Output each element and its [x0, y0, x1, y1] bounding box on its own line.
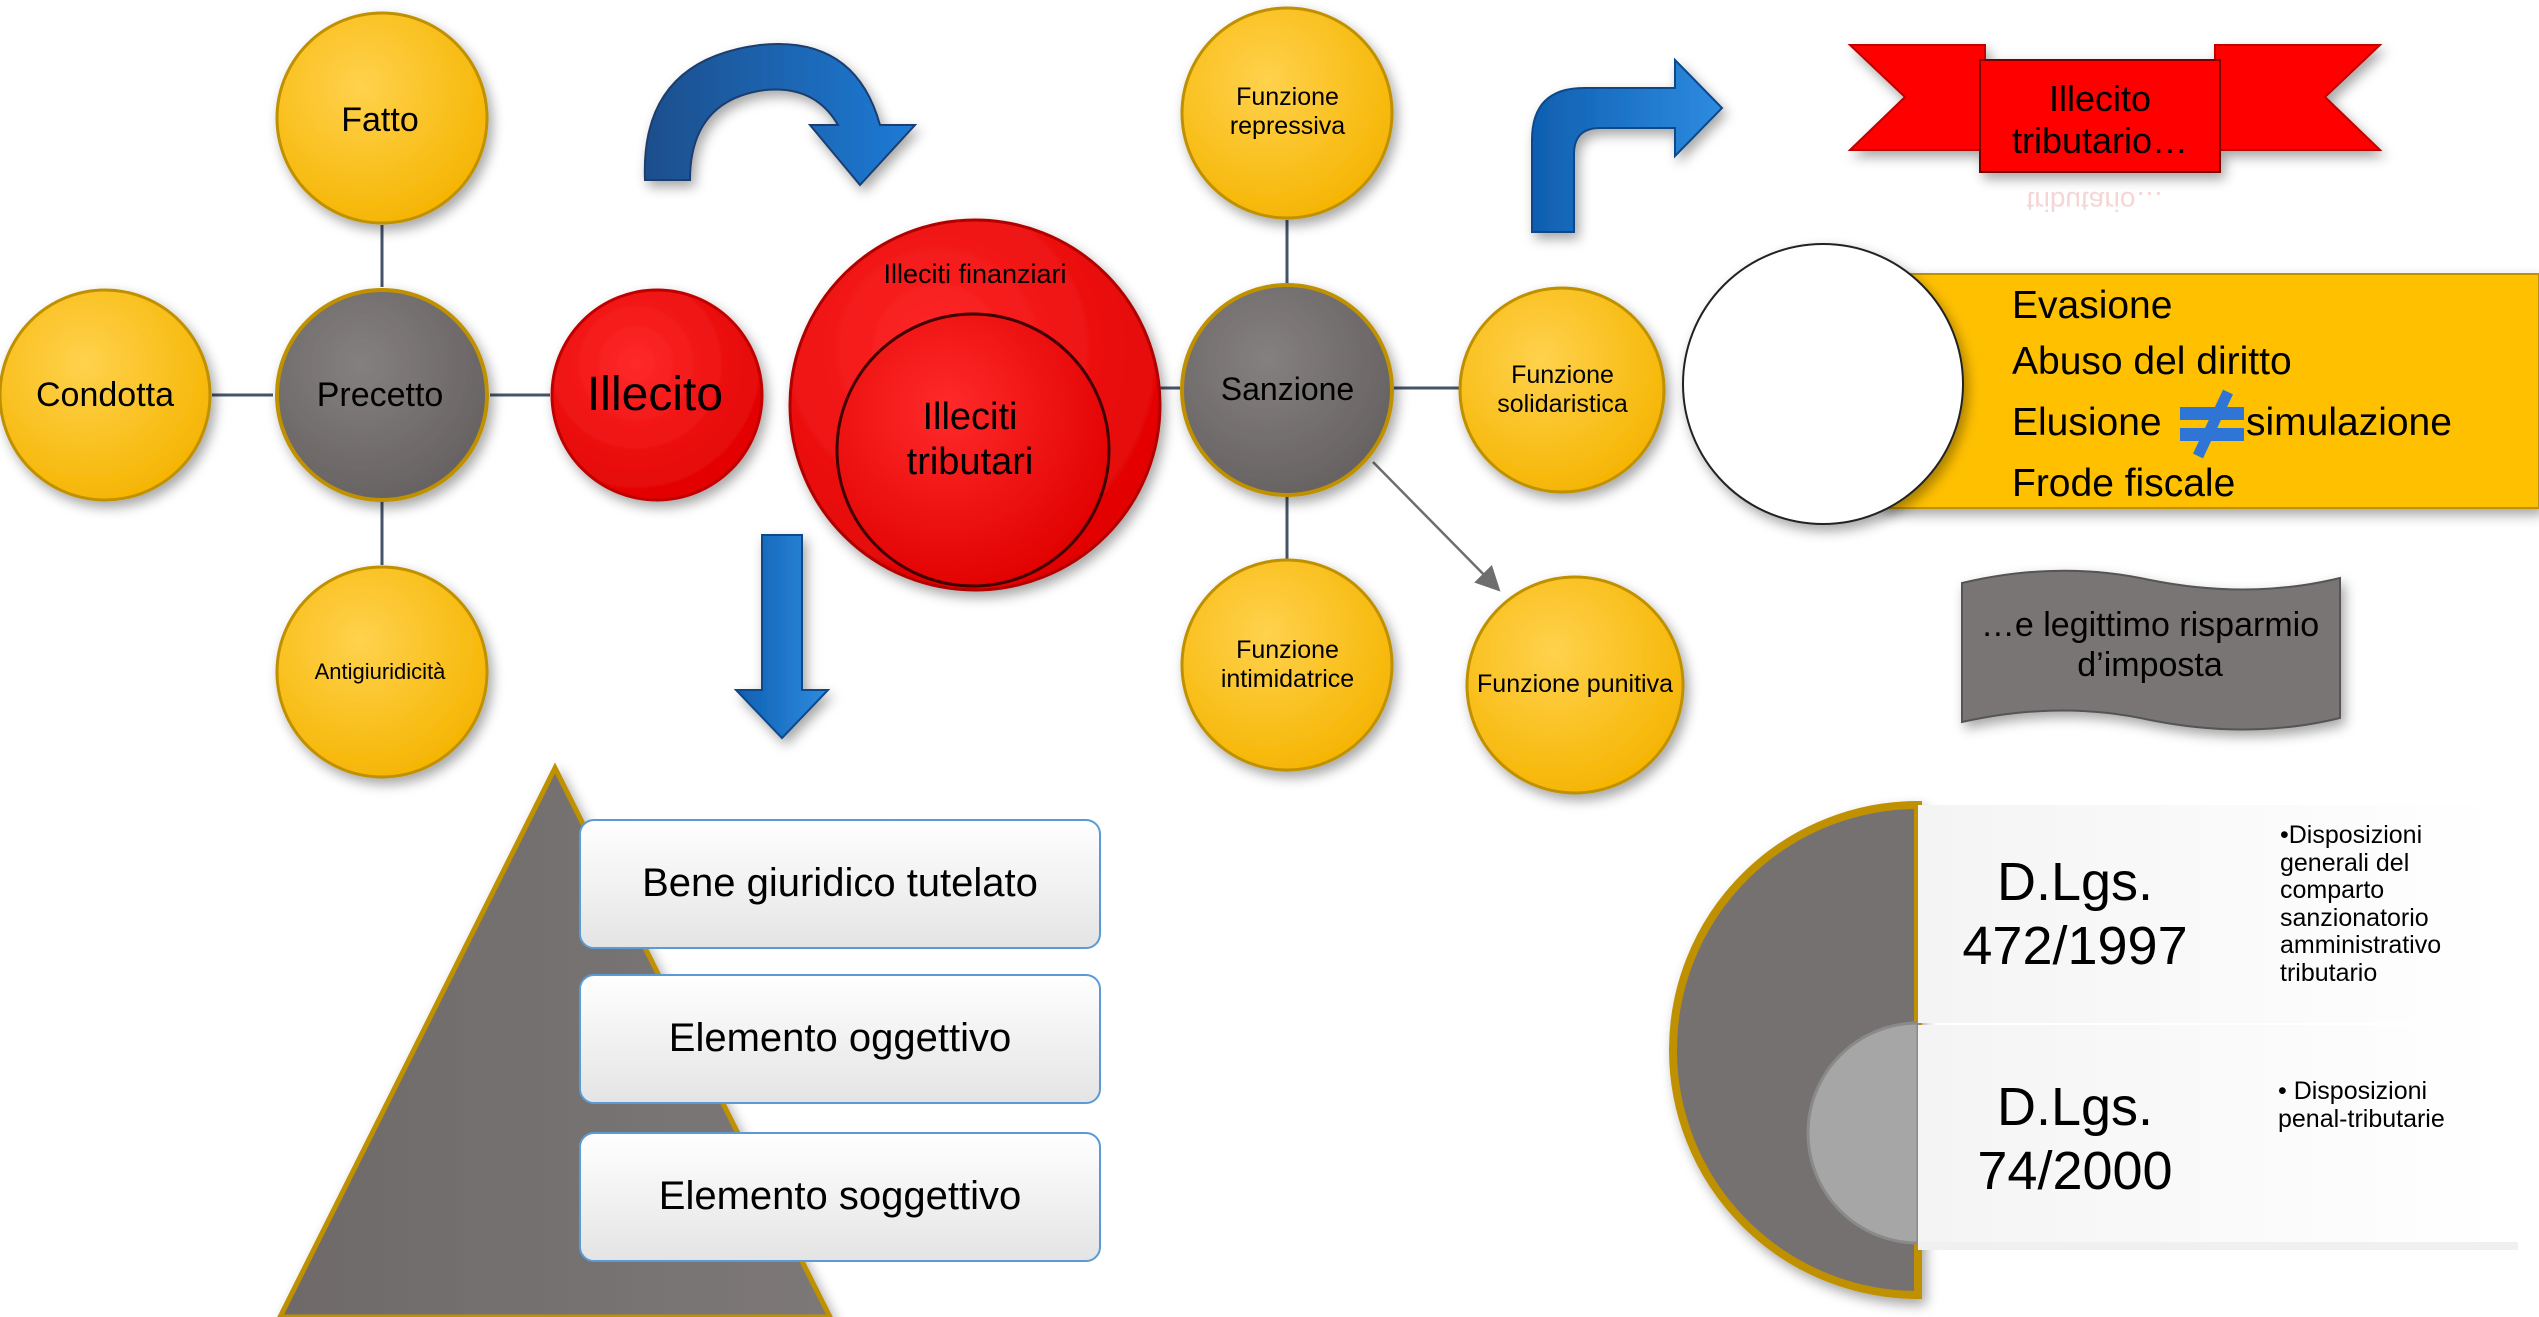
- concept-panel: [1879, 273, 2539, 509]
- node-antigiuridicita-circle: [275, 565, 489, 779]
- pyramid-item-soggettivo: Elemento soggettivo: [658, 1174, 1022, 1219]
- node-illeciti-tributari-label: Illeciti tributari: [906, 396, 1034, 483]
- node-illeciti-tributari-circle: [835, 312, 1111, 588]
- pyramid-item-oggettivo: Elemento oggettivo: [668, 1016, 1012, 1061]
- node-condotta-label: Condotta: [36, 375, 174, 414]
- connector-lines: [212, 220, 1460, 565]
- concept-elusione: Elusione: [2012, 400, 2162, 444]
- node-punitiva-label: Funzione punitiva: [1477, 670, 1673, 699]
- node-intimidatrice-label: Funzione intimidatrice: [1220, 635, 1355, 694]
- risparmio-label: …e legittimo risparmio d’imposta: [1980, 605, 2320, 684]
- law-panel-2-edge: [1918, 1242, 2518, 1250]
- node-illeciti-finanziari-label: Illeciti finanziari: [883, 259, 1067, 290]
- ribbon-right-tail: [2214, 44, 2383, 151]
- node-fatto-circle: [275, 11, 489, 225]
- curved-arrow-shape: [643, 43, 918, 187]
- pyramid-item-bene: Bene giuridico tutelato: [642, 861, 1038, 906]
- law-panel-1: [1918, 805, 2498, 1023]
- node-precetto-circle: [275, 288, 489, 502]
- law-panel-2: [1918, 1025, 2498, 1243]
- node-sanzione-circle: [1180, 283, 1394, 497]
- ribbon-banner: [1847, 44, 2383, 173]
- concept-abuso: Abuso del diritto: [2012, 339, 2292, 383]
- node-precetto-label: Precetto: [316, 375, 444, 414]
- law-1-bullet: •Disposizioni generali del comparto sanz…: [2280, 821, 2442, 987]
- node-solidaristica-label: Funzione solidaristica: [1497, 360, 1628, 419]
- node-illecito-label: Illecito: [586, 367, 724, 421]
- pyramid-box-1: [579, 819, 1101, 949]
- law-1-title: D.Lgs. 472/1997: [1962, 852, 2188, 976]
- pyramid-box-2: [579, 974, 1101, 1104]
- law-2-title: D.Lgs. 74/2000: [1977, 1077, 2173, 1201]
- concept-simulazione: simulazione: [2246, 400, 2452, 444]
- node-illecito-circle: [550, 288, 764, 502]
- node-punitiva-circle: [1465, 575, 1685, 795]
- ribbon-label: Illecito tributario…: [2011, 77, 2189, 161]
- not-equal-shape: [2180, 389, 2244, 459]
- laws-inner-disc: [1806, 1021, 1920, 1245]
- node-repressiva-circle: [1180, 6, 1394, 220]
- ribbon-center: [1979, 59, 2221, 173]
- down-arrow-shape: [733, 534, 831, 740]
- node-repressiva-label: Funzione repressiva: [1229, 82, 1346, 141]
- risparmio-wave-box: [1961, 569, 2341, 731]
- concept-frode: Frode fiscale: [2012, 461, 2236, 505]
- node-condotta-circle: [0, 288, 212, 502]
- arrow-sanzione-punitiva: [1372, 461, 1501, 592]
- not-equal-slash: [2193, 389, 2233, 459]
- node-solidaristica-circle: [1458, 286, 1666, 494]
- law-2-bullet: • Disposizioni penal-tributarie: [2278, 1077, 2445, 1133]
- concept-evasione: Evasione: [2012, 283, 2173, 327]
- node-intimidatrice-circle: [1180, 558, 1394, 772]
- ribbon-reflection: tributario…: [2027, 186, 2164, 217]
- concept-white-circle: [1682, 243, 1964, 525]
- bent-arrow-shape: [1531, 57, 1724, 233]
- node-antigiuridicita-label: Antigiuridicità: [314, 659, 446, 685]
- pyramid-box-3: [579, 1132, 1101, 1262]
- node-fatto-label: Fatto: [341, 100, 419, 139]
- node-sanzione-label: Sanzione: [1220, 371, 1355, 408]
- ribbon-left-tail: [1847, 44, 1986, 151]
